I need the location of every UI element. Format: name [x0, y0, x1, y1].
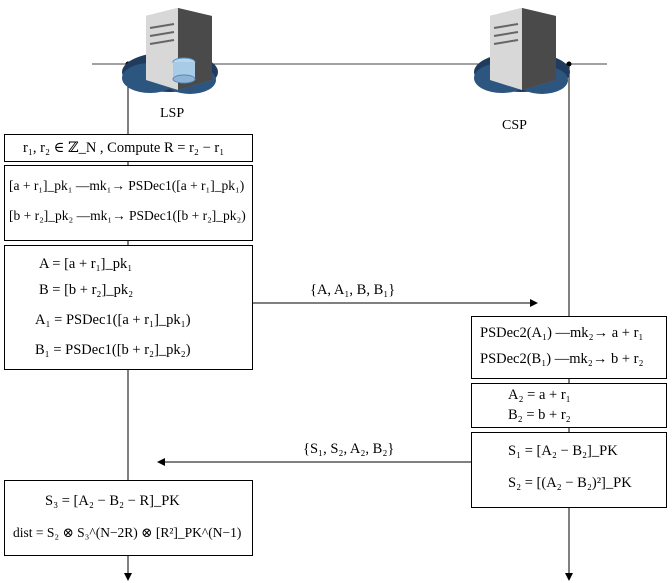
csp-step2-line1: A₂ = a + r₁	[508, 387, 571, 403]
csp-step1-line1: PSDec2(A₁) —mk₂→ a + r₁	[480, 325, 644, 341]
csp-step3-line1: S₁ = [A₂ − B₂]_PK	[508, 443, 618, 459]
lsp-server-icon	[122, 8, 218, 94]
message-label-to-csp: {A, A₁, B, B₁}	[310, 282, 396, 298]
lsp-step3-box: A = [a + r₁]_pk₁ B = [b + r₂]_pk₂ A₁ = P…	[4, 245, 253, 370]
csp-step2-line2: B₂ = b + r₂	[508, 407, 571, 423]
lsp-step2-line1: [a + r₁]_pk₁ —mk₁→ PSDec1([a + r₁]_pk₁)	[9, 178, 245, 193]
csp-step1-line2: PSDec2(B₁) —mk₂→ b + r₂	[480, 351, 644, 367]
lsp-label: LSP	[160, 106, 185, 121]
csp-server-icon	[474, 8, 570, 94]
lsp-step4-line1: S₃ = [A₂ − B₂ − R]_PK	[45, 493, 180, 509]
csp-label: CSP	[502, 118, 527, 133]
lsp-step3-line1: A = [a + r₁]_pk₁	[39, 256, 133, 272]
csp-step3-box: S₁ = [A₂ − B₂]_PK S₂ = [(A₂ − B₂)²]_PK	[471, 432, 667, 508]
message-label-to-lsp: {S₁, S₂, A₂, B₂}	[303, 441, 395, 457]
lsp-step3-line3: A₁ = PSDec1([a + r₁]_pk₁)	[35, 312, 191, 328]
lsp-step2-box: [a + r₁]_pk₁ —mk₁→ PSDec1([a + r₁]_pk₁) …	[4, 165, 253, 241]
lsp-step3-line4: B₁ = PSDec1([b + r₂]_pk₂)	[35, 342, 191, 358]
csp-step2-box: A₂ = a + r₁ B₂ = b + r₂	[471, 383, 667, 428]
lsp-step3-line2: B = [b + r₂]_pk₂	[39, 282, 134, 298]
lsp-step2-line2: [b + r₂]_pk₂ —mk₁→ PSDec1([b + r₂]_pk₂)	[9, 208, 246, 223]
csp-step3-line2: S₂ = [(A₂ − B₂)²]_PK	[508, 475, 632, 491]
lsp-step4-line2: dist = S₂ ⊗ S₃^(N−2R) ⊗ [R²]_PK^(N−1)	[13, 525, 242, 540]
lsp-step4-box: S₃ = [A₂ − B₂ − R]_PK dist = S₂ ⊗ S₃^(N−…	[4, 480, 253, 556]
lsp-step1-text: r₁, r₂ ∈ ℤ_N , Compute R = r₂ − r₁	[23, 140, 225, 156]
csp-step1-box: PSDec2(A₁) —mk₂→ a + r₁ PSDec2(B₁) —mk₂→…	[471, 316, 667, 379]
lsp-step1-box: r₁, r₂ ∈ ℤ_N , Compute R = r₂ − r₁	[4, 134, 253, 162]
